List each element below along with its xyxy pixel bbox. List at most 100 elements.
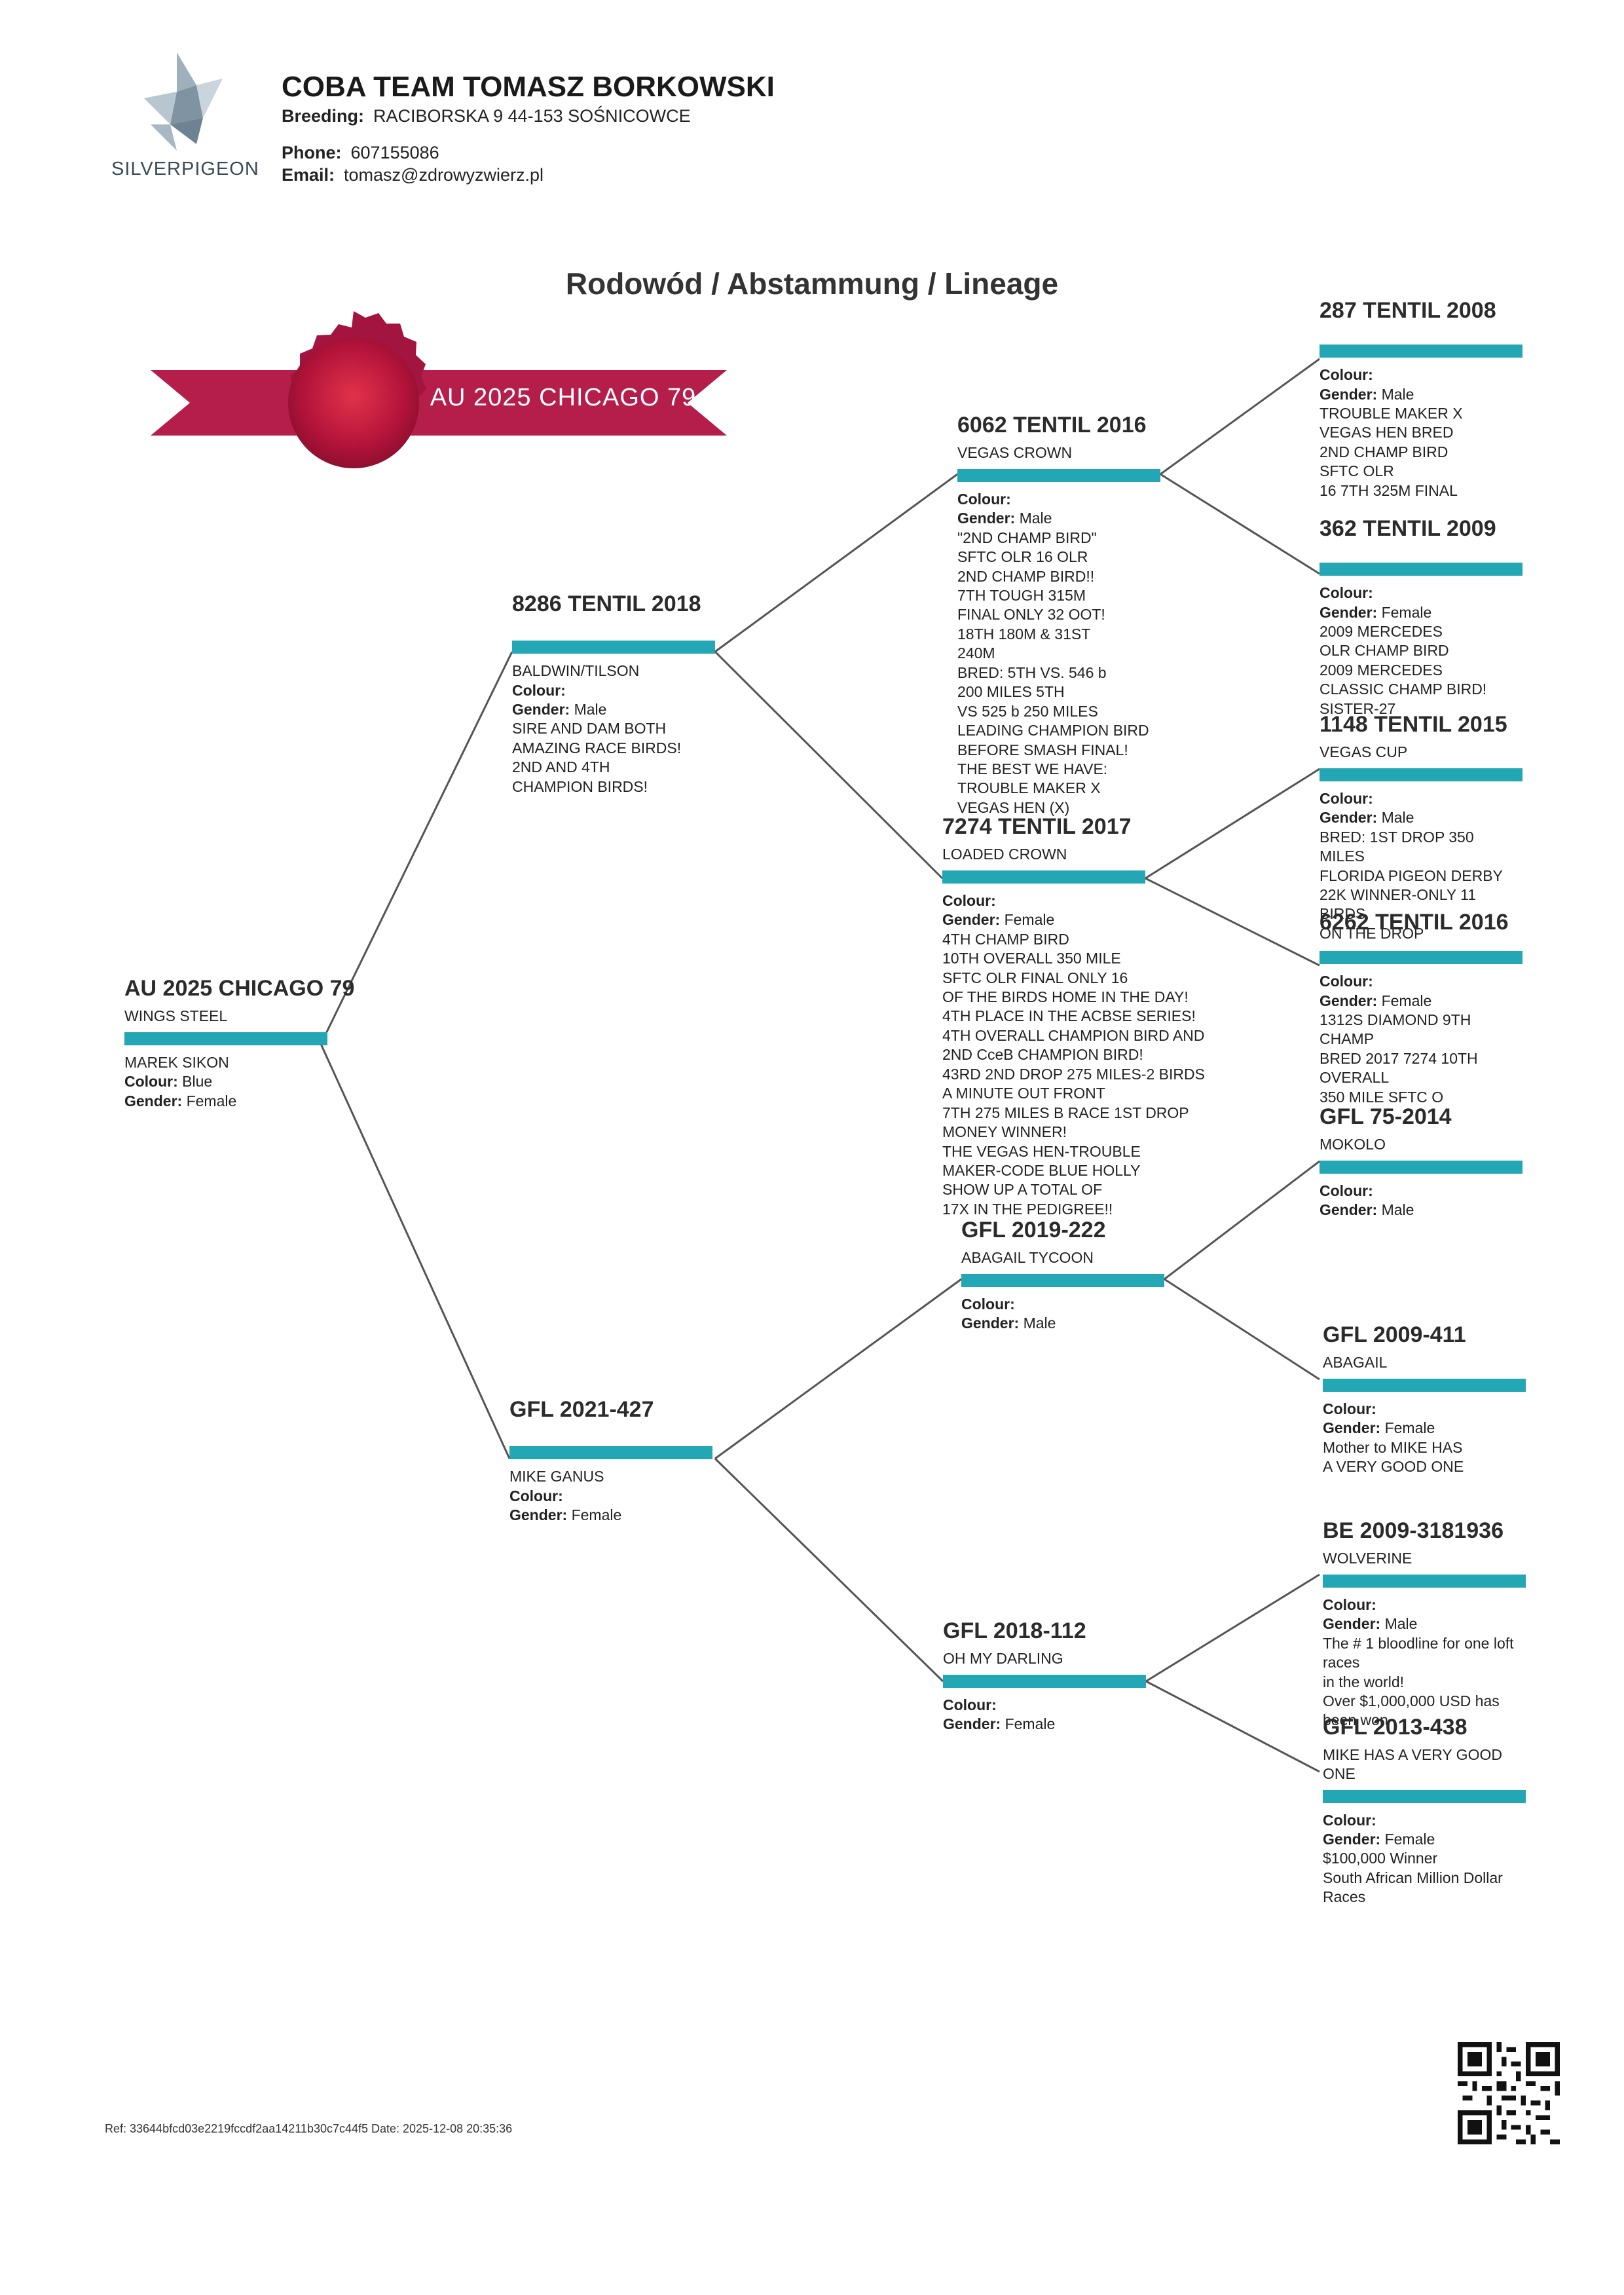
gender-label: Gender:: [1320, 1201, 1378, 1219]
qr-code-icon[interactable]: [1458, 2042, 1560, 2144]
pedigree-node-dam-dam[interactable]: GFL 2018-112 OH MY DARLING Colour: Gende…: [943, 1618, 1146, 1734]
ring-number: GFL 2009-411: [1323, 1322, 1466, 1347]
pedigree-node-sss[interactable]: 287 TENTIL 2008 Colour: Gender: Male TRO…: [1320, 298, 1522, 500]
ring-number: GFL 75-2014: [1320, 1104, 1452, 1129]
pigeon-icon: [144, 52, 223, 151]
pedigree-node-sire[interactable]: 8286 TENTIL 2018 BALDWIN/TILSON Colour: …: [512, 591, 715, 796]
pedigree-node-dds[interactable]: BE 2009-3181936 WOLVERINE Colour: Gender…: [1323, 1518, 1526, 1730]
ring-number: 1148 TENTIL 2015: [1320, 712, 1507, 737]
gender-label: Gender:: [509, 1506, 568, 1523]
node-bar: [1323, 1574, 1526, 1588]
ring-number: AU 2025 CHICAGO 79: [124, 976, 355, 1001]
ring-number: GFL 2021-427: [509, 1397, 654, 1422]
gender-value: Female: [1381, 603, 1432, 621]
bird-notes: Mother to MIKE HAS A VERY GOOD ONE: [1323, 1438, 1464, 1476]
ring-number: 6262 TENTIL 2016: [1320, 910, 1509, 935]
node-bar: [1320, 1160, 1522, 1174]
pedigree-node-dam-sire[interactable]: GFL 2019-222 ABAGAIL TYCOON Colour: Gend…: [961, 1218, 1164, 1334]
pedigree-node-subject[interactable]: AU 2025 CHICAGO 79 WINGS STEEL MAREK SIK…: [124, 976, 355, 1111]
ring-number: BE 2009-3181936: [1323, 1518, 1504, 1543]
node-bar: [1323, 1789, 1526, 1803]
ring-number: 362 TENTIL 2009: [1320, 516, 1496, 541]
colour-label: Colour:: [1320, 366, 1373, 384]
pedigree-node-sds[interactable]: 1148 TENTIL 2015 VEGAS CUP Colour: Gende…: [1320, 712, 1522, 943]
gender-label: Gender:: [942, 911, 1001, 929]
bird-notes: BRED: 1ST DROP 350 MILES FLORIDA PIGEON …: [1320, 828, 1503, 942]
pedigree-node-sire-sire[interactable]: 6062 TENTIL 2016 VEGAS CROWN Colour: Gen…: [957, 413, 1160, 817]
colour-label: Colour:: [943, 1696, 997, 1713]
node-bar: [943, 1674, 1146, 1688]
bird-name: VEGAS CROWN: [957, 444, 1073, 462]
gender-value: Female: [1381, 992, 1432, 1009]
owner: MIKE GANUS: [509, 1468, 604, 1485]
gender-value: Female: [186, 1092, 237, 1110]
gender-value: Male: [1381, 385, 1414, 403]
phone-label: Phone:: [282, 143, 342, 162]
pedigree-node-dss[interactable]: GFL 75-2014 MOKOLO Colour: Gender: Male: [1320, 1104, 1522, 1220]
node-bar: [509, 1446, 712, 1460]
gender-value: Female: [571, 1506, 622, 1523]
bird-name: WINGS STEEL: [124, 1007, 228, 1025]
pedigree-node-dam[interactable]: GFL 2021-427 MIKE GANUS Colour: Gender: …: [509, 1397, 712, 1525]
pedigree-node-sdd[interactable]: 6262 TENTIL 2016 Colour: Gender: Female …: [1320, 910, 1522, 1107]
email-label: Email:: [282, 165, 335, 185]
gender-label: Gender:: [1320, 603, 1378, 621]
node-bar: [1320, 951, 1522, 965]
node-bar: [512, 641, 715, 654]
node-bar: [961, 1273, 1164, 1287]
document-title: Rodowód / Abstammung / Lineage: [565, 267, 1059, 301]
gender-value: Male: [1384, 1615, 1418, 1633]
owner: BALDWIN/TILSON: [512, 662, 640, 680]
gender-value: Female: [1005, 1715, 1056, 1733]
colour-label: Colour:: [942, 891, 996, 909]
silverpigeon-logo: [98, 46, 268, 196]
ribbon-seal-icon: [151, 311, 727, 468]
bird-notes: 4TH CHAMP BIRD 10TH OVERALL 350 MILE SFT…: [942, 930, 1205, 1218]
bird-name: ABAGAIL: [1323, 1354, 1388, 1371]
pedigree-node-ddd[interactable]: GFL 2013-438 MIKE HAS A VERY GOOD ONE Co…: [1323, 1715, 1526, 1907]
node-bar: [957, 468, 1160, 482]
phone-line: Phone:607155086: [282, 143, 439, 163]
gender-label: Gender:: [943, 1715, 1001, 1733]
bird-name: ABAGAIL TYCOON: [961, 1249, 1094, 1267]
gender-value: Male: [1019, 510, 1052, 527]
bird-name: WOLVERINE: [1323, 1550, 1412, 1567]
bird-notes: "2ND CHAMP BIRD" SFTC OLR 16 OLR 2ND CHA…: [957, 529, 1149, 816]
pedigree-node-sire-dam[interactable]: 7274 TENTIL 2017 LOADED CROWN Colour: Ge…: [942, 814, 1205, 1219]
gender-value: Female: [1004, 911, 1055, 929]
node-bar: [1320, 563, 1522, 576]
bird-notes: SIRE AND DAM BOTH AMAZING RACE BIRDS! 2N…: [512, 720, 682, 795]
gender-label: Gender:: [957, 510, 1016, 527]
colour-label: Colour:: [957, 490, 1011, 508]
ring-number: 287 TENTIL 2008: [1320, 298, 1496, 323]
ribbon-label: AU 2025 CHICAGO 79: [430, 384, 697, 411]
ring-number: 8286 TENTIL 2018: [512, 591, 701, 616]
gender-value: Female: [1384, 1419, 1435, 1437]
ring-number: GFL 2013-438: [1323, 1715, 1467, 1740]
colour-label: Colour:: [1320, 1182, 1373, 1199]
ring-number: 7274 TENTIL 2017: [942, 814, 1132, 839]
ring-number: GFL 2019-222: [961, 1218, 1106, 1242]
owner: MAREK SIKON: [124, 1053, 229, 1071]
award-ribbon: [151, 308, 727, 498]
pedigree-node-ssd[interactable]: 362 TENTIL 2009 Colour: Gender: Female 2…: [1320, 516, 1522, 718]
bird-name: OH MY DARLING: [943, 1650, 1063, 1668]
bird-notes: $100,000 Winner South African Million Do…: [1323, 1850, 1503, 1906]
bird-name: VEGAS CUP: [1320, 743, 1408, 761]
reference-line: Ref: 33644bfcd03e2219fccdf2aa14211b30c7c…: [105, 2122, 513, 2135]
email-value[interactable]: tomasz@zdrowyzwierz.pl: [344, 165, 544, 185]
bird-notes: The # 1 bloodline for one loft races in …: [1323, 1634, 1514, 1729]
pedigree-node-dsd[interactable]: GFL 2009-411 ABAGAIL Colour: Gender: Fem…: [1323, 1322, 1526, 1477]
colour-label: Colour:: [512, 681, 566, 699]
colour-label: Colour:: [1320, 973, 1373, 990]
ring-number: GFL 2018-112: [943, 1618, 1086, 1643]
gender-value: Male: [1381, 1201, 1414, 1219]
gender-value: Male: [574, 700, 607, 718]
ring-number: 6062 TENTIL 2016: [957, 413, 1147, 438]
colour-label: Colour:: [1323, 1811, 1376, 1829]
gender-label: Gender:: [1323, 1831, 1381, 1848]
colour-label: Colour:: [1323, 1400, 1376, 1417]
colour-label: Colour:: [509, 1487, 563, 1504]
gender-label: Gender:: [124, 1092, 183, 1110]
gender-label: Gender:: [961, 1315, 1020, 1332]
